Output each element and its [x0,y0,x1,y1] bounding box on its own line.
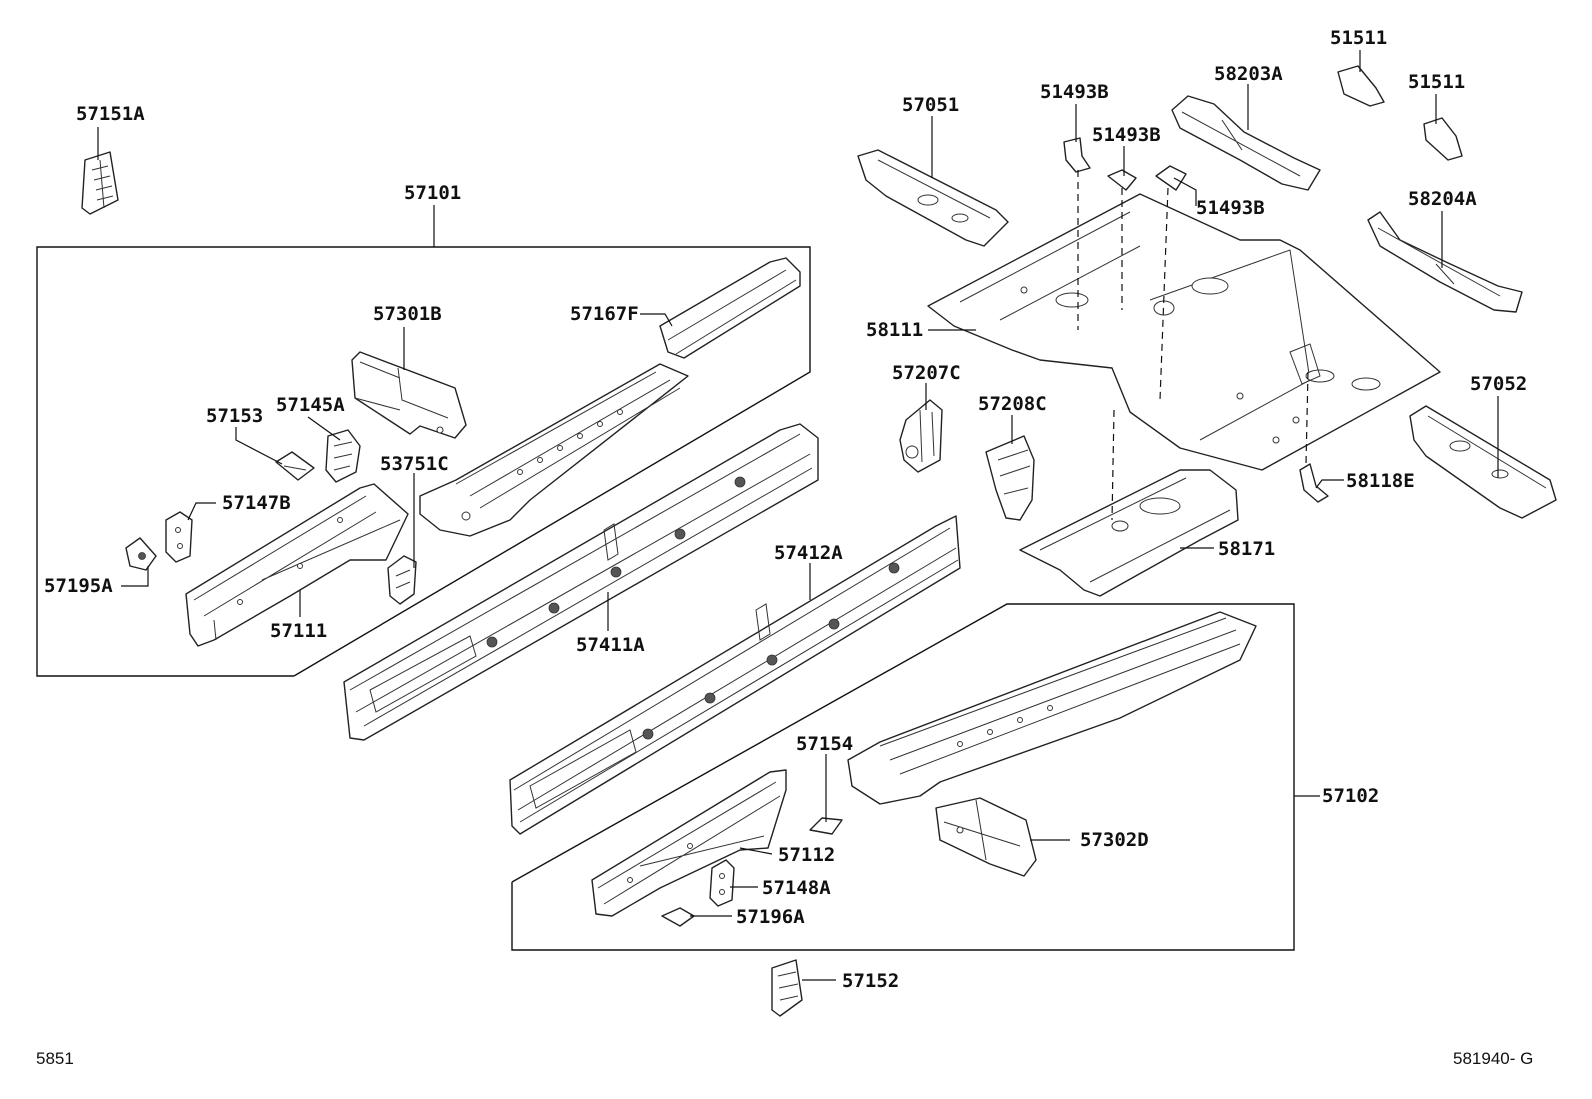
part-57154 [809,817,843,835]
callout-57153: 57153 [206,405,263,427]
callout-58171: 58171 [1218,538,1275,560]
callout-57101: 57101 [404,182,461,204]
part-57148a [709,859,735,907]
callout-51493b-3: 51493B [1196,197,1265,219]
part-57411a [343,423,819,741]
callout-57151a: 57151A [76,103,145,125]
callout-57301b: 57301B [373,303,442,325]
callout-58204a: 58204A [1408,188,1477,210]
callout-58203a: 58203A [1214,63,1283,85]
part-57195a [125,537,157,571]
part-57051 [857,149,1009,247]
callout-57412a: 57412A [774,542,843,564]
part-57145a [325,429,361,483]
callout-57302d: 57302D [1080,829,1149,851]
callout-57145a: 57145A [276,394,345,416]
callout-57167f: 57167F [570,303,639,325]
dashed-attach-lines [1077,170,1309,521]
group-frame-57101 [36,246,811,677]
callout-51511-1: 51511 [1330,27,1387,49]
part-57102-rail [847,611,1257,805]
part-53751c [387,555,417,605]
part-58203a [1171,95,1321,191]
figure-code-left: 5851 [36,1049,74,1068]
part-57153 [275,451,315,481]
callout-57207c: 57207C [892,362,961,384]
callout-58111: 58111 [866,319,923,341]
callout-53751c: 53751C [380,453,449,475]
part-58171 [1019,469,1239,597]
part-51493b-c [1155,165,1187,191]
part-51493b-b [1107,169,1137,191]
callout-57196a: 57196A [736,906,805,928]
part-57207c [899,399,943,473]
callout-57111: 57111 [270,620,327,642]
part-51511-a [1337,65,1385,107]
callout-57148a: 57148A [762,877,831,899]
callout-57102: 57102 [1322,785,1379,807]
callout-57208c: 57208C [978,393,1047,415]
part-57147b [165,511,193,563]
part-57302d [935,797,1037,877]
part-57196a [661,907,695,927]
part-57167f [659,257,801,359]
callout-57052: 57052 [1470,373,1527,395]
part-57152 [771,959,803,1017]
part-57111 [185,483,409,647]
callout-58118e: 58118E [1346,470,1415,492]
callout-51511-2: 51511 [1408,71,1465,93]
callout-51493b-2: 51493B [1092,124,1161,146]
part-57208c [985,435,1035,521]
callout-57051: 57051 [902,94,959,116]
leader-lines [97,50,1499,981]
part-57151a [81,151,119,215]
part-57412a [509,515,961,835]
part-51511-b [1423,117,1463,161]
callout-57152: 57152 [842,970,899,992]
callout-57112: 57112 [778,844,835,866]
part-58118e [1299,463,1329,503]
part-57301b [351,351,467,439]
part-front-rail-upper [419,363,689,537]
callout-57411a: 57411A [576,634,645,656]
part-57112 [591,769,787,917]
part-58204a [1367,211,1523,313]
callout-57154: 57154 [796,733,853,755]
group-frame-57102 [511,603,1295,951]
part-57052 [1409,405,1557,519]
callout-57195a: 57195A [44,575,113,597]
callout-57147b: 57147B [222,492,291,514]
figure-code-right: 581940- G [1453,1049,1533,1068]
part-58111 [927,193,1441,471]
part-51493b-a [1063,137,1091,173]
callout-51493b-1: 51493B [1040,81,1109,103]
